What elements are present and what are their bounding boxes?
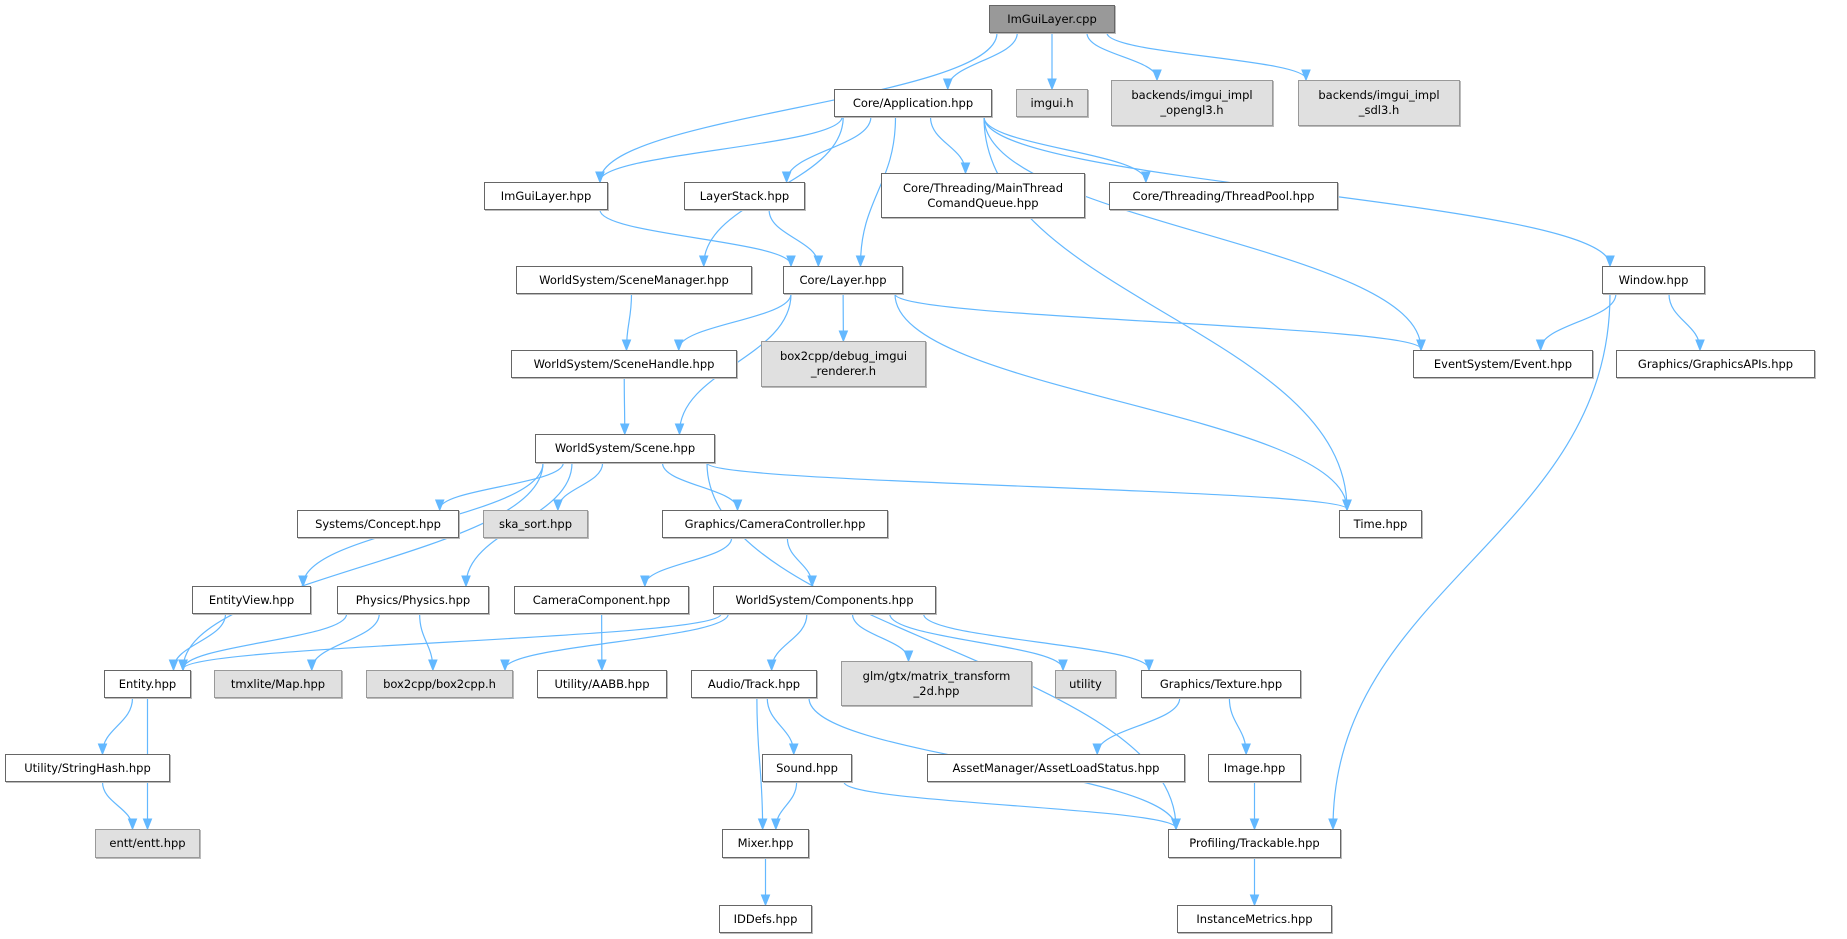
edge-app-to-layer	[861, 116, 897, 265]
edge-app-to-threadpool	[983, 116, 1146, 181]
node-trackable[interactable]: Profiling/Trackable.hpp	[1168, 829, 1341, 858]
node-gfxapis[interactable]: Graphics/GraphicsAPIs.hpp	[1616, 350, 1815, 378]
node-sdl3[interactable]: backends/imgui_impl _sdl3.h	[1298, 80, 1460, 126]
node-root[interactable]: ImGuiLayer.cpp	[989, 5, 1115, 33]
node-skasort[interactable]: ska_sort.hpp	[483, 510, 588, 538]
edge-components-to-glm	[851, 613, 909, 660]
edge-components-to-track	[772, 613, 808, 669]
edge-window-to-gfxapis	[1668, 293, 1700, 349]
edge-layer-to-time	[894, 293, 1347, 509]
node-entt[interactable]: entt/entt.hpp	[95, 829, 200, 858]
node-camctrl[interactable]: Graphics/CameraController.hpp	[662, 510, 888, 538]
node-layer[interactable]: Core/Layer.hpp	[783, 266, 903, 294]
node-texture[interactable]: Graphics/Texture.hpp	[1141, 670, 1301, 698]
node-glm[interactable]: glm/gtx/matrix_transform _2d.hpp	[841, 661, 1032, 706]
node-opengl3[interactable]: backends/imgui_impl _opengl3.h	[1111, 80, 1273, 126]
edge-entity-to-stringhash	[103, 697, 134, 753]
node-assetload[interactable]: AssetManager/AssetLoadStatus.hpp	[927, 754, 1185, 782]
node-sound[interactable]: Sound.hpp	[762, 754, 852, 782]
edge-window-to-trackable	[1333, 293, 1611, 828]
node-box2cpp[interactable]: box2cpp/box2cpp.h	[366, 670, 513, 698]
edge-root-to-opengl3	[1086, 32, 1157, 79]
node-scenemanager[interactable]: WorldSystem/SceneManager.hpp	[516, 266, 752, 294]
node-mixer[interactable]: Mixer.hpp	[722, 829, 809, 858]
edge-texture-to-assetload	[1097, 697, 1181, 753]
edge-texture-to-image	[1228, 697, 1246, 753]
edge-entityview-to-entity	[174, 613, 227, 669]
node-imguilayer[interactable]: ImGuiLayer.hpp	[484, 182, 608, 210]
edge-components-to-texture	[923, 613, 1149, 669]
node-camcomp[interactable]: CameraComponent.hpp	[514, 586, 689, 614]
node-image[interactable]: Image.hpp	[1208, 754, 1301, 782]
edge-layer-to-event	[894, 293, 1421, 349]
edge-scene-to-skasort	[558, 462, 604, 509]
node-components[interactable]: WorldSystem/Components.hpp	[713, 586, 936, 614]
node-iddefs[interactable]: IDDefs.hpp	[719, 905, 812, 933]
edge-scene-to-time	[706, 462, 1347, 509]
node-scene[interactable]: WorldSystem/Scene.hpp	[535, 434, 715, 463]
edge-physics-to-entity	[183, 613, 348, 669]
edge-scenehandle-to-scene	[624, 377, 625, 433]
edge-window-to-event	[1541, 293, 1617, 349]
edge-app-to-mainthread	[929, 116, 966, 172]
edge-app-to-layerstack	[787, 116, 872, 181]
edge-root-to-imguilayer	[600, 32, 998, 181]
edge-components-to-box2cpp	[505, 613, 729, 669]
edge-scene-to-entity	[183, 462, 544, 669]
edge-scene-to-concept	[440, 462, 564, 509]
edge-sound-to-mixer	[776, 781, 798, 828]
edge-track-to-sound	[766, 697, 794, 753]
edge-scenemanager-to-scenehandle	[627, 293, 633, 349]
node-imguih[interactable]: imgui.h	[1016, 89, 1088, 117]
node-instmetrics[interactable]: InstanceMetrics.hpp	[1177, 905, 1332, 933]
edge-imguilayer-to-layer	[599, 209, 791, 265]
edge-components-to-utility	[889, 613, 1063, 669]
node-layerstack[interactable]: LayerStack.hpp	[684, 182, 805, 210]
node-mainthread[interactable]: Core/Threading/MainThread ComandQueue.hp…	[881, 173, 1085, 218]
node-app[interactable]: Core/Application.hpp	[834, 89, 992, 117]
node-physics[interactable]: Physics/Physics.hpp	[337, 586, 489, 614]
edge-physics-to-box2cpp	[419, 613, 433, 669]
node-utility[interactable]: utility	[1055, 670, 1116, 698]
edge-physics-to-tmxlite	[312, 613, 380, 669]
edge-layerstack-to-layer	[768, 209, 818, 265]
node-entity[interactable]: Entity.hpp	[104, 670, 191, 698]
node-stringhash[interactable]: Utility/StringHash.hpp	[5, 754, 170, 782]
edge-root-to-app	[948, 32, 1018, 88]
node-scenehandle[interactable]: WorldSystem/SceneHandle.hpp	[511, 350, 737, 378]
edge-components-to-entity	[183, 613, 722, 669]
node-concept[interactable]: Systems/Concept.hpp	[297, 510, 459, 538]
node-track[interactable]: Audio/Track.hpp	[691, 670, 817, 698]
node-tmxlite[interactable]: tmxlite/Map.hpp	[214, 670, 342, 698]
node-time[interactable]: Time.hpp	[1339, 510, 1422, 538]
node-debugimgui[interactable]: box2cpp/debug_imgui _renderer.h	[761, 341, 926, 387]
edge-track-to-mixer	[756, 697, 763, 828]
edge-camctrl-to-components	[786, 537, 812, 585]
edge-app-to-event	[983, 116, 1421, 349]
node-window[interactable]: Window.hpp	[1602, 266, 1705, 294]
node-threadpool[interactable]: Core/Threading/ThreadPool.hpp	[1109, 182, 1338, 210]
edge-stringhash-to-entt	[101, 781, 133, 828]
edge-sound-to-trackable	[843, 781, 1176, 828]
node-entityview[interactable]: EntityView.hpp	[192, 586, 311, 614]
edge-scene-to-camctrl	[661, 462, 738, 509]
edge-layer-to-scenehandle	[679, 293, 792, 349]
edge-root-to-sdl3	[1106, 32, 1306, 79]
node-aabb[interactable]: Utility/AABB.hpp	[537, 670, 667, 698]
node-event[interactable]: EventSystem/Event.hpp	[1413, 350, 1593, 378]
edge-app-to-imguilayer	[600, 116, 843, 181]
edge-camctrl-to-camcomp	[645, 537, 733, 585]
